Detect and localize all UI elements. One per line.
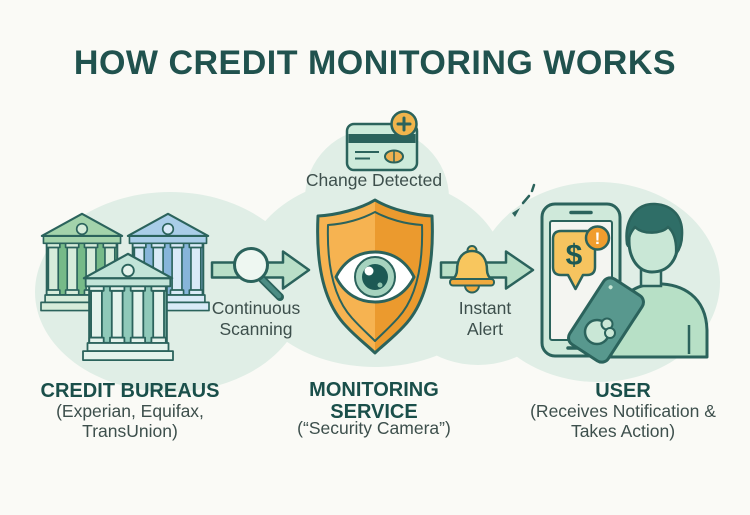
magnifier-icon [233,247,284,301]
person-icon [567,202,709,364]
hair [625,202,684,256]
credit-card-icon [345,110,419,172]
bell-icon [449,245,495,294]
monitoring-service-subtitle: (“Security Camera”) [297,418,451,438]
page-title: HOW CREDIT MONITORING WORKS [73,44,677,82]
credit-bureaus-subtitle: (Experian, Equifax, TransUnion) [56,401,204,441]
user-subtitle: (Receives Notification & Takes Action) [530,401,716,441]
exclamation-icon: ! [595,229,601,248]
dollar-icon: $ [566,239,583,272]
instant-alert-label: Instant Alert [458,298,512,339]
notification-bubble-icon: $ ! [551,225,611,291]
alert-badge-icon: ! [584,225,611,251]
eye-icon [334,250,416,304]
user-illustration: $ ! [512,183,709,364]
magnifier-arrow-icon [210,247,311,301]
user-heading: USER [595,380,651,402]
plus-badge-icon [390,110,418,138]
continuous-scanning-label: Continuous Scanning [211,298,301,339]
change-detected-label: Change Detected [305,170,443,190]
monitoring-service-heading: MONITORING SERVICE [309,379,439,423]
notification-sparks-icon [512,183,536,217]
bell-arrow-icon [439,245,535,294]
credit-bureaus-heading: CREDIT BUREAUS [40,380,220,402]
shield-eye-icon [316,198,434,355]
